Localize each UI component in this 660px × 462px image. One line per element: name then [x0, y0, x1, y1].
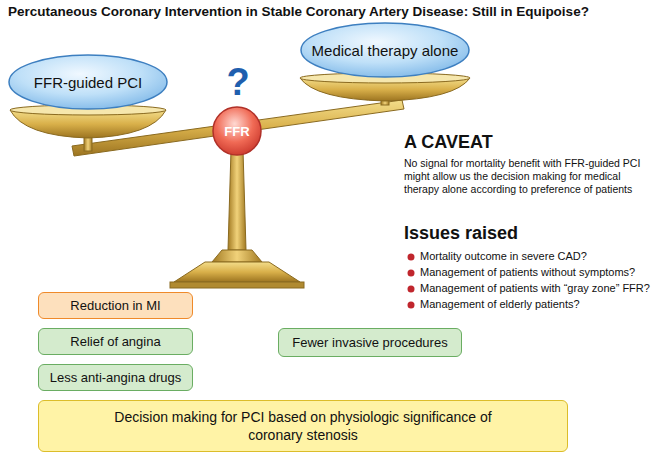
question-mark: ?	[222, 62, 254, 102]
stand-neck	[212, 250, 262, 262]
bullet-dot	[408, 302, 415, 309]
node-text: Medical therapy alone	[312, 42, 459, 59]
circle-shape	[213, 107, 261, 155]
ellipse-shape	[9, 55, 167, 109]
outcome-box: Less anti-angina drugs	[38, 364, 193, 391]
section-heading: A CAVEAT	[404, 132, 493, 153]
bullet-dot	[408, 254, 415, 261]
diagram-title: Percutaneous Coronary Intervention in St…	[8, 4, 658, 19]
bullet-dot	[408, 286, 415, 293]
outcome-box: Relief of angina	[38, 328, 193, 355]
ellipse-shape	[301, 23, 469, 77]
bullet-dot	[408, 270, 415, 277]
option-ellipse: FFR-guided PCI	[8, 54, 168, 110]
caveat-text: No signal for mortality benefit with FFR…	[404, 157, 656, 196]
bullet-item: Management of elderly patients?	[420, 298, 580, 310]
bullet-item: Management of patients without symptoms?	[420, 266, 635, 278]
node-text: Reduction in MI	[70, 298, 160, 313]
node-text: Relief of angina	[70, 334, 160, 349]
stand-foot	[170, 282, 304, 288]
node-text: Fewer invasive procedures	[292, 335, 447, 350]
node-text: FFR	[224, 124, 249, 139]
outcome-box: Fewer invasive procedures	[278, 328, 462, 357]
section-heading: Issues raised	[404, 223, 518, 244]
node-text: FFR-guided PCI	[34, 74, 142, 91]
pivot-circle: FFR	[212, 106, 262, 156]
node-text: Less anti-angina drugs	[50, 370, 182, 385]
stand-pole	[228, 150, 246, 250]
stand-base	[174, 262, 300, 282]
bullet-item: Mortality outcome in severe CAD?	[420, 250, 587, 262]
outcome-box: Reduction in MI	[38, 292, 193, 319]
node-text: Decision making for PCI based on physiol…	[108, 408, 498, 444]
option-ellipse: Medical therapy alone	[300, 22, 470, 78]
summary-box: Decision making for PCI based on physiol…	[38, 400, 568, 452]
bullet-item: Management of patients with “gray zone” …	[420, 282, 650, 294]
